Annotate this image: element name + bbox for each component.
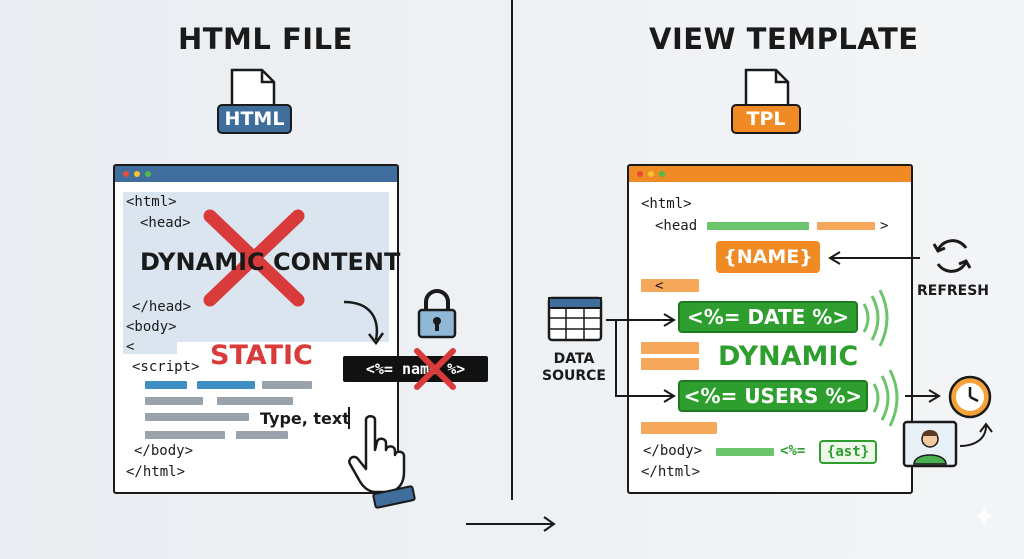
code-head-open: <head> — [140, 215, 191, 231]
code-bar — [217, 397, 293, 405]
tpl-code-html-open: <html> — [641, 196, 692, 212]
type-text-label: Type, text — [260, 409, 350, 428]
code-bar — [817, 222, 875, 230]
window-titlebar — [115, 166, 397, 182]
signal-waves-icon — [872, 369, 899, 427]
bottom-arrow-icon — [466, 516, 556, 532]
window-dot-green — [659, 171, 665, 177]
tpl-code-html-close: </html> — [641, 464, 701, 480]
arrow-to-clock — [905, 389, 941, 403]
html-file-title: HTML FILE — [178, 22, 353, 56]
code-bar — [197, 381, 255, 389]
window-dot-red — [123, 171, 129, 177]
tpl-code-gt: > — [880, 218, 889, 234]
code-bar — [641, 342, 699, 354]
data-source-label: DATA SOURCE — [534, 351, 614, 385]
code-bar — [145, 397, 203, 405]
hand-pointer-icon[interactable] — [344, 414, 424, 509]
tpl-code-lt: < — [655, 278, 664, 294]
lock-icon — [417, 289, 457, 339]
code-head-close: </head> — [132, 299, 192, 315]
view-template-title: VIEW TEMPLATE — [649, 22, 919, 56]
code-html-open: <html> — [126, 194, 177, 210]
window-dot-green — [145, 171, 151, 177]
tpl-badge: TPL — [731, 104, 801, 134]
date-tag: <%= DATE %> — [678, 301, 858, 333]
code-body-close: </body> — [134, 443, 194, 459]
window-dot-yellow — [134, 171, 140, 177]
data-table-icon — [547, 296, 603, 342]
panel-divider — [511, 0, 513, 500]
html-badge: HTML — [217, 104, 292, 134]
arrow-refresh-to-name — [828, 251, 920, 265]
code-bar — [707, 222, 809, 230]
static-label: STATIC — [210, 340, 313, 371]
code-bar — [236, 431, 288, 439]
last-prefix: <%= — [780, 443, 806, 459]
red-x-mark — [203, 209, 305, 307]
code-bar — [716, 448, 774, 456]
data-source-label-line1: DATA — [553, 351, 595, 367]
code-bar — [262, 381, 312, 389]
sparkle-icon — [973, 505, 995, 527]
html-editor-window — [113, 164, 399, 494]
signal-waves-icon — [862, 289, 889, 347]
user-avatar-icon — [902, 420, 958, 468]
text-cursor — [348, 407, 350, 429]
code-bar — [641, 279, 699, 292]
refresh-label: REFRESH — [916, 283, 990, 299]
last-tag: {ast} — [819, 440, 877, 464]
code-bar — [641, 422, 717, 434]
code-bar — [145, 381, 187, 389]
code-bar — [641, 358, 699, 370]
tpl-code-body-close: </body> — [643, 443, 703, 459]
window-titlebar — [629, 166, 911, 182]
script-line-shade — [123, 340, 177, 354]
window-dot-red — [637, 171, 643, 177]
data-source-label-line2: SOURCE — [542, 368, 606, 384]
tpl-code-head-open: <head — [655, 218, 698, 234]
code-html-close: </html> — [126, 464, 186, 480]
window-dot-yellow — [648, 171, 654, 177]
name-placeholder-tag: {NAME} — [716, 241, 820, 273]
tag-red-x-mark — [414, 348, 456, 390]
data-source-arrows — [606, 313, 676, 403]
code-bar — [145, 431, 225, 439]
code-lt: < — [126, 339, 135, 355]
dynamic-content-label: DYNAMIC CONTENT — [140, 248, 401, 276]
curved-arrow-icon — [343, 300, 385, 346]
users-tag: <%= USERS %> — [678, 380, 868, 412]
code-script: <script> — [132, 359, 200, 375]
refresh-icon[interactable] — [930, 234, 974, 278]
curved-arrow-icon — [959, 422, 993, 447]
clock-icon — [948, 375, 992, 419]
code-bar — [145, 413, 249, 421]
code-body-open: <body> — [126, 319, 177, 335]
dynamic-label: DYNAMIC — [718, 341, 859, 372]
